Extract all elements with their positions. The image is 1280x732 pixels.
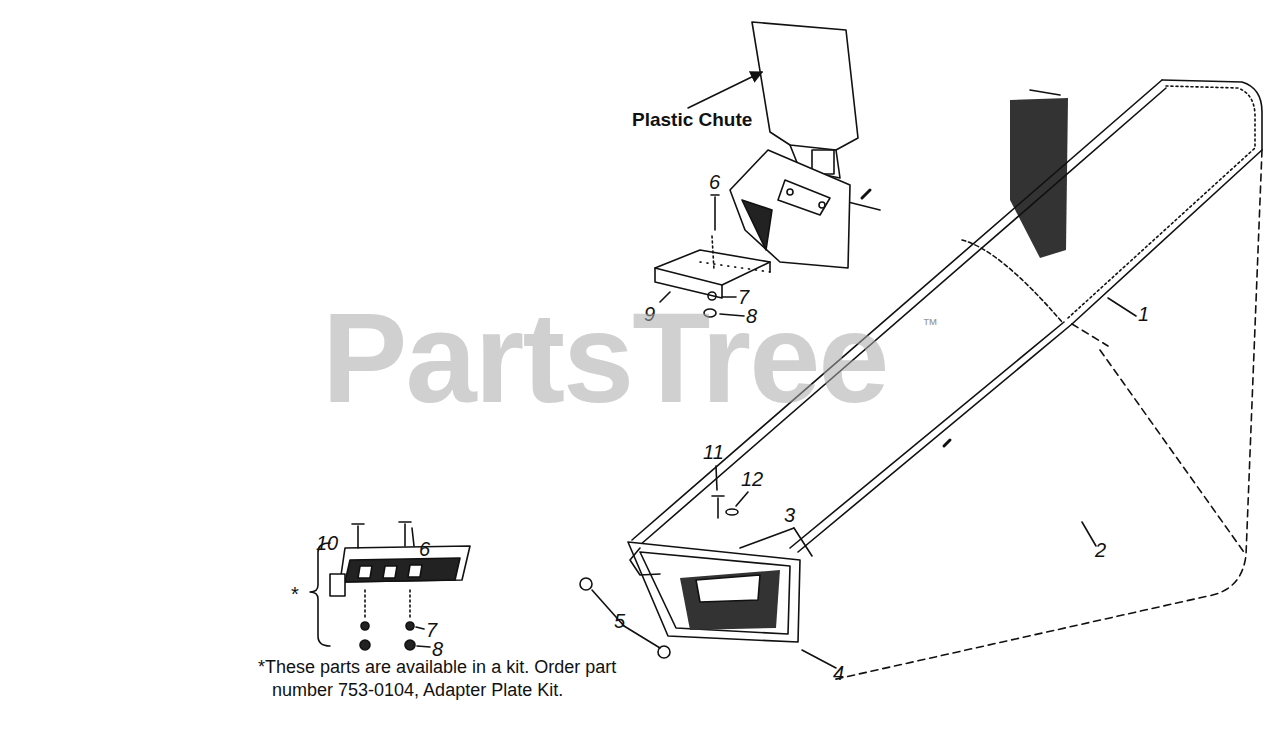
callout-number: 3 — [784, 504, 795, 526]
part-name: Plastic Chute — [632, 110, 752, 131]
footnote: *These parts are available in a kit. Ord… — [258, 656, 624, 701]
callout-number: 7 — [426, 619, 437, 641]
callout-number: 10 — [316, 532, 338, 554]
kit-marker: * — [291, 583, 299, 605]
callout-number: 11 — [703, 441, 724, 463]
callout-number: 12 — [741, 468, 763, 490]
callout-number: 2 — [1095, 539, 1106, 561]
callout-number: 5 — [614, 610, 625, 632]
trademark-sign: ™ — [922, 316, 938, 334]
watermark: PartsTree — [322, 288, 888, 429]
callout-number: 1 — [1138, 303, 1149, 325]
callout-number: 6 — [419, 538, 430, 560]
callout-number: 8 — [432, 638, 443, 660]
callout-number: 4 — [833, 662, 844, 684]
callout-number: 6 — [709, 171, 720, 193]
